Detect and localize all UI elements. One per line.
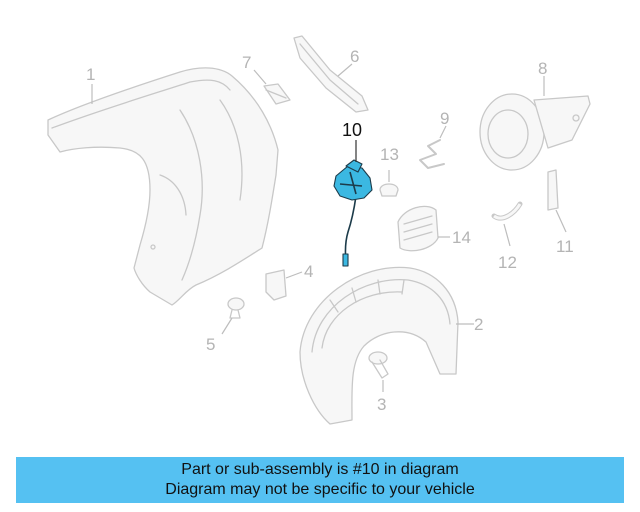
part-6-strip xyxy=(293,35,369,113)
leader-4 xyxy=(285,271,303,279)
callout-7: 7 xyxy=(242,53,251,72)
callout-12: 12 xyxy=(498,253,517,272)
part-14-vent xyxy=(397,205,439,252)
callout-9: 9 xyxy=(440,109,449,128)
part-2-wheel-liner xyxy=(299,266,459,425)
callout-5: 5 xyxy=(206,335,215,354)
banner-line-part: Part or sub-assembly is #10 in diagram xyxy=(181,461,459,478)
part-10-lock-actuator xyxy=(333,159,373,267)
part-11-clip xyxy=(547,169,559,211)
part-7-bracket xyxy=(263,83,291,105)
info-banner: Part or sub-assembly is #10 in diagram D… xyxy=(16,457,624,503)
part-9-hook xyxy=(419,139,445,169)
leader-7 xyxy=(253,69,267,85)
callout-2: 2 xyxy=(474,315,483,334)
callout-14: 14 xyxy=(452,228,471,247)
callout-4: 4 xyxy=(304,262,313,281)
leader-11 xyxy=(555,209,567,233)
part-5-screw xyxy=(227,297,245,319)
banner-line-disclaimer: Diagram may not be specific to your vehi… xyxy=(165,481,475,498)
leader-6 xyxy=(337,63,353,77)
callout-13: 13 xyxy=(380,145,399,164)
leader-5 xyxy=(221,317,233,335)
part-12-hose xyxy=(491,201,523,221)
leader-12 xyxy=(503,223,511,247)
leader-9 xyxy=(439,125,447,139)
part-13-grommet xyxy=(379,183,399,197)
part-3-bolt xyxy=(368,351,389,379)
callout-8: 8 xyxy=(538,59,547,78)
part-8-fuel-door xyxy=(479,93,591,171)
callout-1: 1 xyxy=(86,65,95,84)
callout-3: 3 xyxy=(377,395,386,414)
callout-11: 11 xyxy=(556,237,574,256)
part-1-quarter-panel xyxy=(47,67,279,306)
callout-6: 6 xyxy=(350,47,359,66)
parts-diagram: 1 6 7 10 13 9 8 xyxy=(47,35,591,425)
part-4-push-clip xyxy=(265,269,287,301)
callout-10: 10 xyxy=(342,120,362,140)
